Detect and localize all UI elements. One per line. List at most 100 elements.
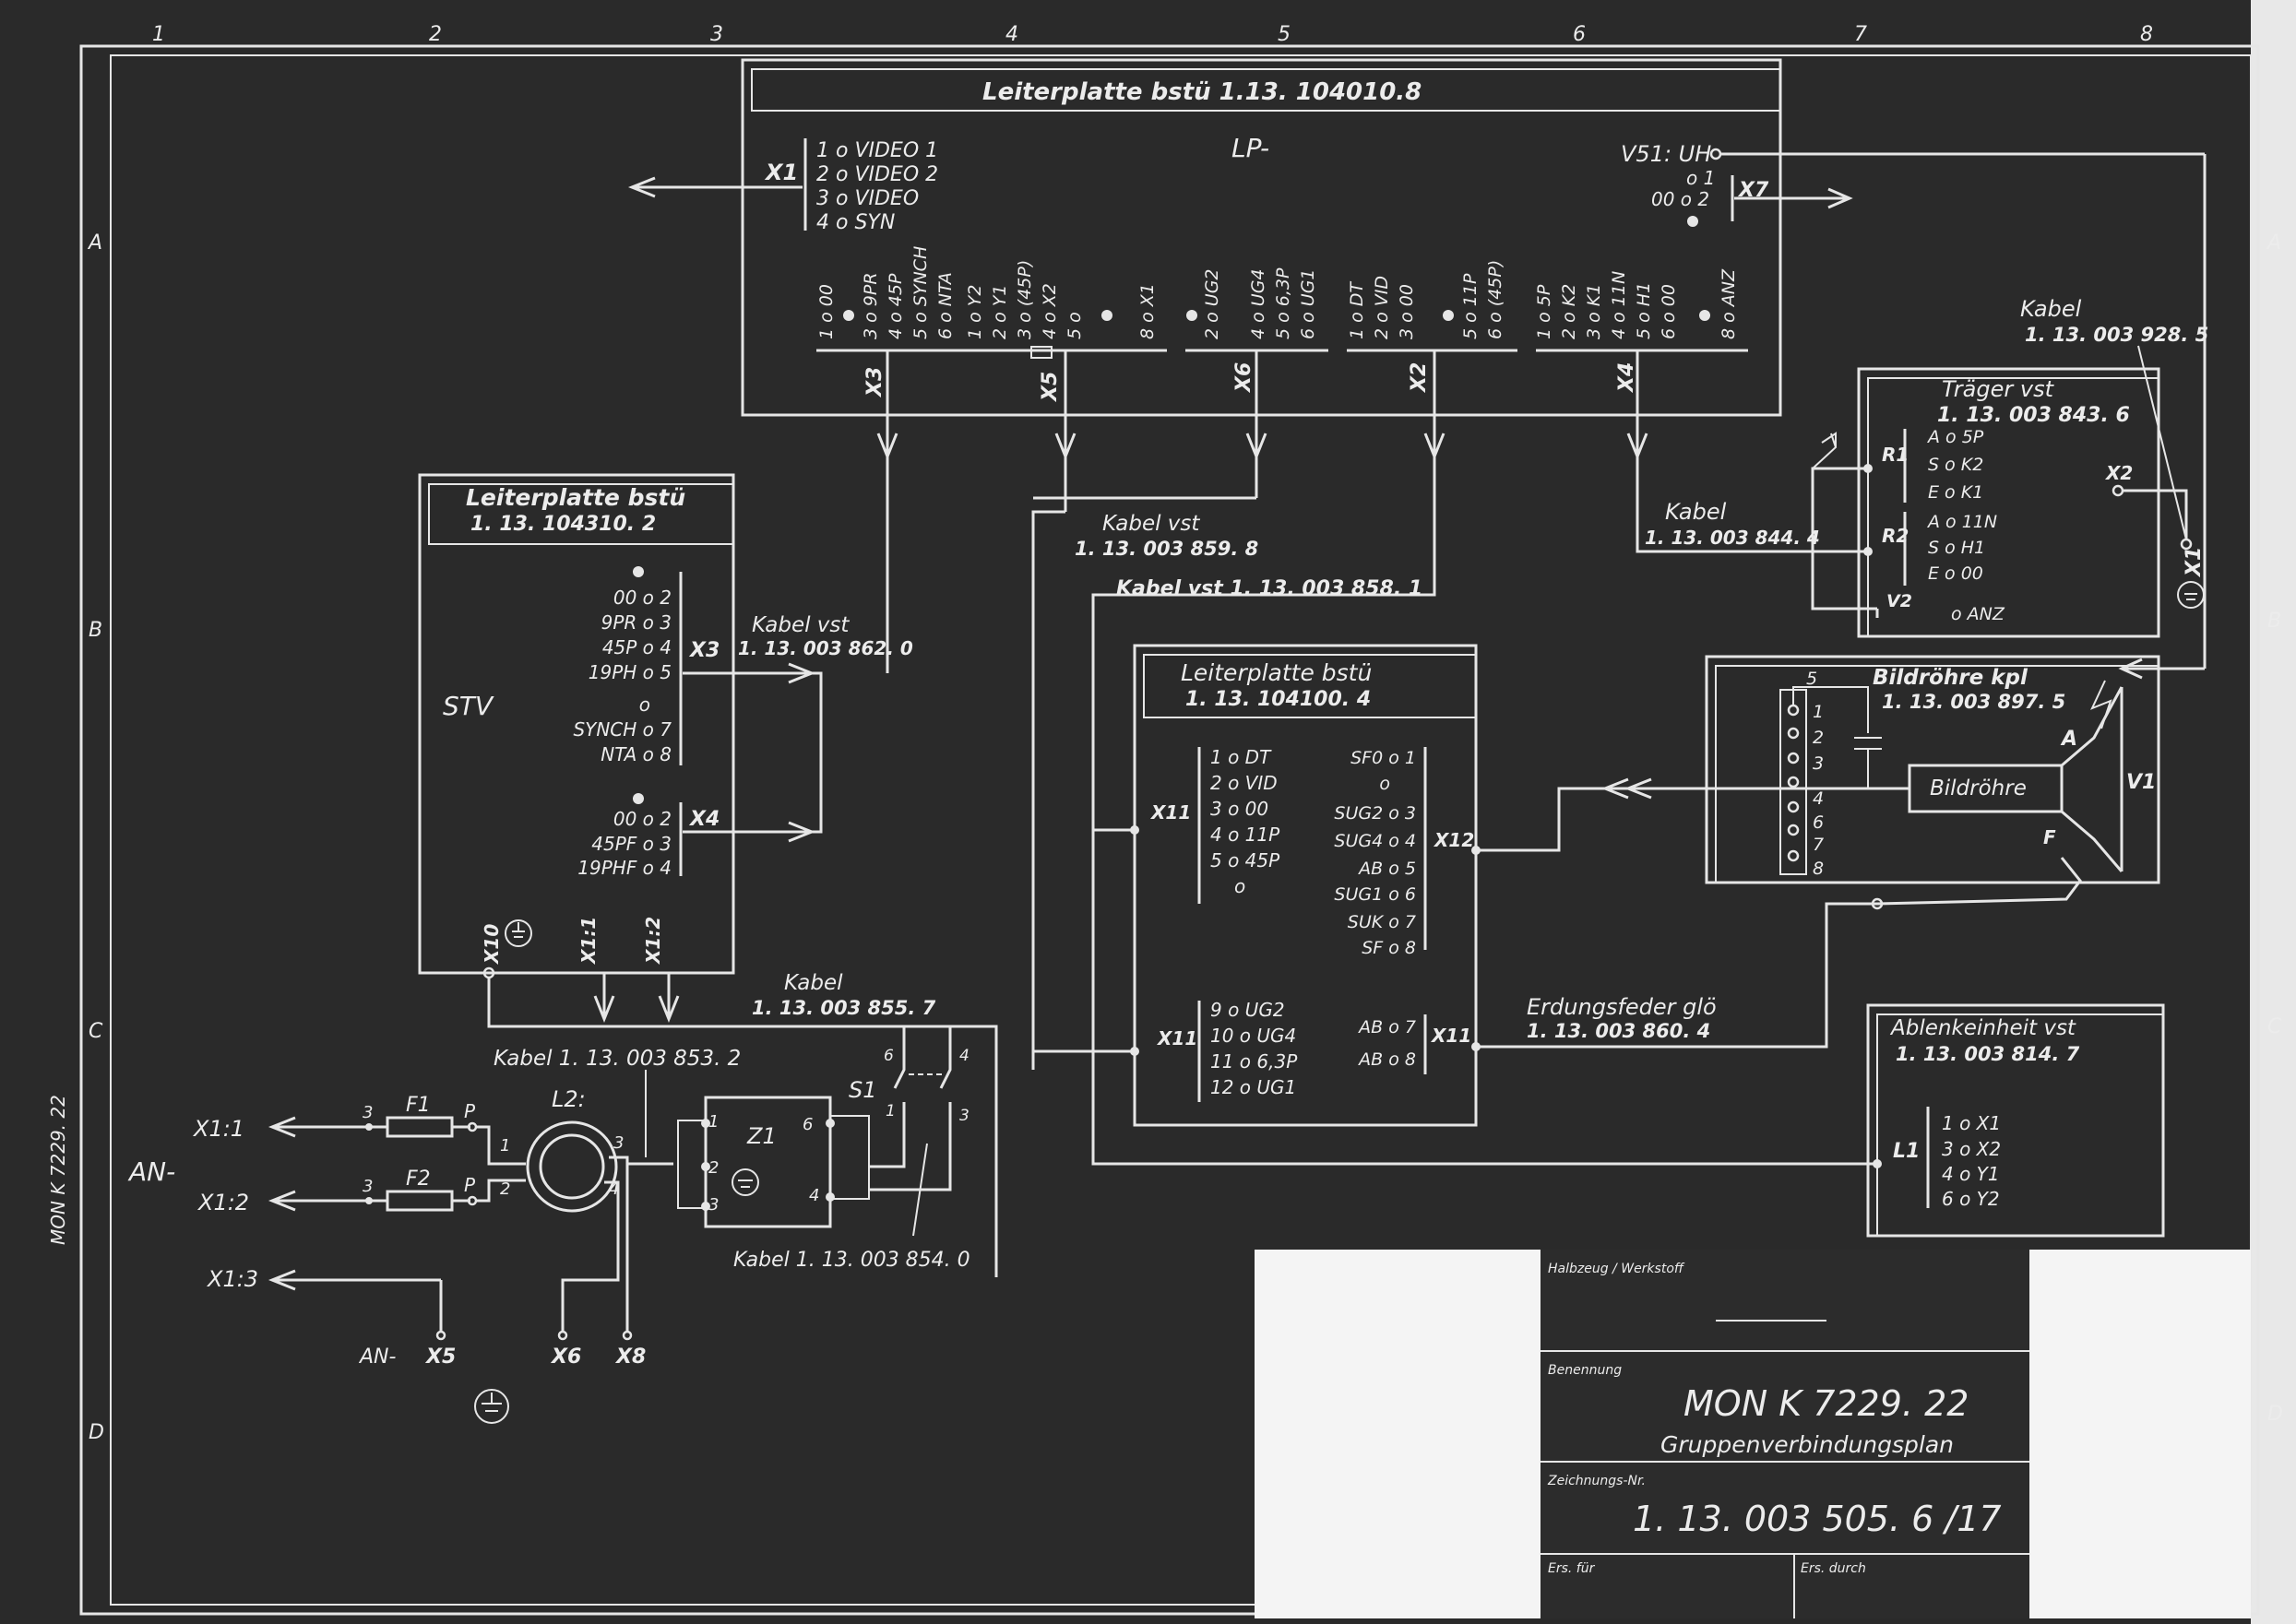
traeger-r2-pin: E o 00 xyxy=(1928,563,1983,584)
lp-x2-pin: 6 o (45P) xyxy=(1485,260,1505,339)
lp-x2-pin: 2 o VID xyxy=(1372,276,1392,339)
lp-x7-pin: o 1 xyxy=(1686,167,1715,189)
board-stv: Leiterplatte bstü 1. 13. 104310. 2 STV X… xyxy=(418,473,735,975)
column-labels: 1 2 3 4 5 6 7 8 xyxy=(152,23,2153,46)
stv-title-1: Leiterplatte bstü xyxy=(466,484,685,511)
bildroehre-title-2: 1. 13. 003 897. 5 xyxy=(1882,691,2065,713)
stv-x3-pin: SYNCH o 7 xyxy=(573,718,672,741)
b104100-x11a-name: X11 xyxy=(1149,801,1191,824)
row-label: B xyxy=(2267,610,2281,633)
power-bottom-label: X6 xyxy=(550,1345,581,1369)
lp-x4-pin: 1 o 5P xyxy=(1534,284,1554,339)
traeger-r1-pin: E o K1 xyxy=(1928,482,1983,503)
lp-x6-pin: 6 o UG1 xyxy=(1298,268,1318,339)
ablenk-pin: 6 o Y2 xyxy=(1942,1188,2000,1210)
col-label: 8 xyxy=(2140,23,2153,46)
filter-z1-label: Z1 xyxy=(746,1123,777,1149)
cable-8532: Kabel 1. 13. 003 853. 2 xyxy=(494,1047,741,1071)
lp-wires xyxy=(876,350,1868,1053)
lp-x1-pin: 3 o VIDEO xyxy=(816,187,919,210)
traeger-r1-pin: A o 5P xyxy=(1926,427,1984,447)
b104100-x11a-pin: o xyxy=(1234,875,1245,897)
col-label: 6 xyxy=(1573,23,1586,46)
lp-x6-name: X6 xyxy=(1232,362,1255,394)
z1-pin: 3 xyxy=(708,1195,719,1215)
f1-pin: 3 xyxy=(363,1103,373,1122)
cable-8444-label: Kabel xyxy=(1665,499,1727,525)
l2-pin: 2 xyxy=(500,1179,510,1199)
board-lp-header xyxy=(751,68,1781,112)
z1-pin: 6 xyxy=(803,1115,813,1134)
b104100-x12-pin: SUG4 o 4 xyxy=(1334,831,1416,851)
cable-8598-number: 1. 13. 003 859. 8 xyxy=(1075,538,1258,560)
ground-icon xyxy=(732,1168,759,1196)
l2-pin: 3 xyxy=(613,1133,624,1153)
lp-x2-pin: 1 o DT xyxy=(1347,281,1367,339)
power-x11: X1:1 xyxy=(192,1116,244,1142)
lp-x6-pin: 4 o UG4 xyxy=(1248,268,1268,339)
tb-benennung: Benennung xyxy=(1548,1363,1622,1378)
row-label: A xyxy=(87,231,102,255)
stv-bottom-label: X1:1 xyxy=(577,917,600,966)
lp-x5-pin: 1 o Y2 xyxy=(965,285,985,340)
bildroehre-a: A xyxy=(2060,728,2077,751)
b104100-x12-pin: o xyxy=(1379,774,1390,794)
lp-x1-pin: 2 o VIDEO 2 xyxy=(816,163,938,186)
tb-zeichnung: Zeichnungs-Nr. xyxy=(1547,1474,1646,1488)
board-104100: Leiterplatte bstü 1. 13. 104100. 4 X11 1… xyxy=(1130,644,1481,1127)
b104100-x12-pin: AB o 5 xyxy=(1357,859,1416,879)
row-label: C xyxy=(89,1020,103,1043)
outer-frame xyxy=(79,44,2260,1616)
stv-x4-pin: 00 o 2 xyxy=(613,808,672,830)
cable-9285-label: Kabel xyxy=(2020,296,2082,322)
board-lp-title: Leiterplatte bstü 1.13. 104010.8 xyxy=(982,78,1422,106)
lp-x3-name: X3 xyxy=(863,367,886,398)
b104100-x11c-pin: AB o 8 xyxy=(1357,1049,1416,1070)
bildroehre-pin: 1 xyxy=(1813,702,1824,722)
col-label: 1 xyxy=(152,23,165,46)
stv-bottom-label: X1:2 xyxy=(642,917,664,966)
b104100-x11b-pin: 9 o UG2 xyxy=(1210,999,1285,1021)
title-block: Halbzeug / Werkstoff Benennung MON K 722… xyxy=(1255,1250,2251,1618)
b104100-x12-pin: SF0 o 1 xyxy=(1350,748,1416,768)
traeger-r2-pin: A o 11N xyxy=(1926,512,1997,532)
lp-x1-pin: 1 o VIDEO 1 xyxy=(816,139,938,162)
stv-x3-pin: o xyxy=(639,693,650,716)
lp-x3-pin: 4 o 45P xyxy=(886,273,906,339)
b104100-x11a-pin: 3 o 00 xyxy=(1210,798,1268,820)
stv-x3-pin: NTA o 8 xyxy=(601,743,672,765)
row-label: D xyxy=(2267,1403,2283,1426)
ablenk-pin: 1 o X1 xyxy=(1942,1112,2001,1134)
traeger-wires: Kabel 1. 13. 003 844. 4 Kabel 1. 13. 003… xyxy=(1645,296,2208,618)
lp-x1-name: X1 xyxy=(764,160,798,185)
tb-name: MON K 7229. 22 xyxy=(1683,1383,1969,1424)
ablenk-l1: L1 xyxy=(1893,1140,1920,1163)
b104100-x11a-pin: 1 o DT xyxy=(1210,746,1272,768)
b104100-x11b-pin: 11 o 6,3P xyxy=(1210,1050,1298,1073)
power-x12: X1:2 xyxy=(196,1190,249,1215)
traeger-r2-pin: S o H1 xyxy=(1928,538,1985,558)
traeger-title-1: Träger vst xyxy=(1942,376,2055,402)
b104100-x11a-pin: 2 o VID xyxy=(1210,772,1278,794)
choke-l2 xyxy=(526,1120,618,1213)
traeger-v2-pin: o ANZ xyxy=(1951,604,2005,624)
power-an: AN- xyxy=(127,1156,175,1187)
tube-body xyxy=(1908,764,2064,813)
s1-pin: 3 xyxy=(959,1107,970,1125)
lp-x5-pin: 5 o xyxy=(1065,312,1085,339)
stv-title-2: 1. 13. 104310. 2 xyxy=(470,513,656,536)
bildroehre-pin: 6 xyxy=(1813,812,1824,833)
lp-v51: V51: UH xyxy=(1621,141,1711,167)
fuse-f1-label: F1 xyxy=(406,1094,431,1117)
lp-x4-pin: 5 o H1 xyxy=(1634,282,1654,339)
b104100-x11c-name: X11 xyxy=(1430,1025,1471,1047)
ground-icon xyxy=(474,1389,509,1424)
col-label: 3 xyxy=(710,23,723,46)
l2-pin: 4 xyxy=(609,1179,619,1199)
lp-x5-pin: 4 o X2 xyxy=(1040,283,1060,339)
lp-x3-pin: 6 o NTA xyxy=(935,272,956,339)
col-label: 4 xyxy=(1005,23,1018,46)
s1-pin: 6 xyxy=(884,1047,894,1065)
f2-pin: 3 xyxy=(363,1177,373,1196)
